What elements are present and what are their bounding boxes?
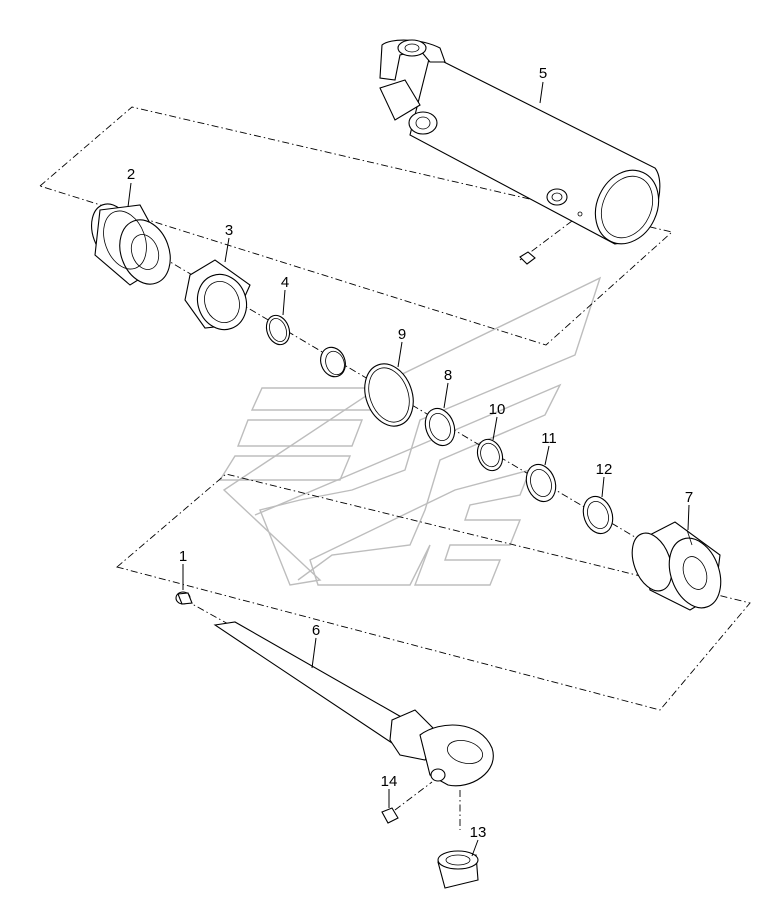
callout-2: 2	[127, 166, 135, 183]
piston	[631, 521, 722, 611]
callout-9: 9	[398, 326, 406, 343]
callout-13: 13	[470, 824, 487, 841]
callout-3: 3	[225, 222, 233, 239]
grease-fitting	[381, 807, 399, 824]
rod-seal	[525, 463, 557, 503]
wear-ring	[320, 346, 346, 378]
assembly-axis	[149, 214, 641, 830]
callout-8: 8	[444, 367, 452, 384]
piston-rod	[213, 621, 494, 787]
o-ring-large	[364, 363, 414, 427]
o-ring-small	[265, 314, 291, 346]
callout-4: 4	[281, 274, 289, 291]
backup-ring	[476, 438, 504, 472]
wiper-ring	[582, 495, 614, 535]
bushing	[184, 259, 251, 331]
piston-seal	[424, 407, 456, 447]
assembly-outline-upper	[39, 106, 673, 346]
spherical-bearing	[437, 850, 479, 889]
cylinder-barrel	[379, 39, 661, 265]
pin	[175, 591, 193, 605]
leader-lines	[127, 81, 690, 857]
callout-7: 7	[685, 489, 693, 506]
callout-12: 12	[596, 461, 613, 478]
callout-1: 1	[179, 548, 187, 565]
assembly-outline-lower	[116, 473, 751, 711]
callout-14: 14	[381, 773, 398, 790]
gland-head	[91, 203, 171, 286]
callout-labels: 5 2 3 4 9 8 10 11 12 7 1 6 14 13	[127, 65, 693, 841]
callout-6: 6	[312, 622, 320, 639]
callout-5: 5	[539, 65, 547, 82]
callout-10: 10	[489, 401, 506, 418]
callout-11: 11	[541, 430, 557, 447]
watermark-logo	[218, 276, 602, 586]
